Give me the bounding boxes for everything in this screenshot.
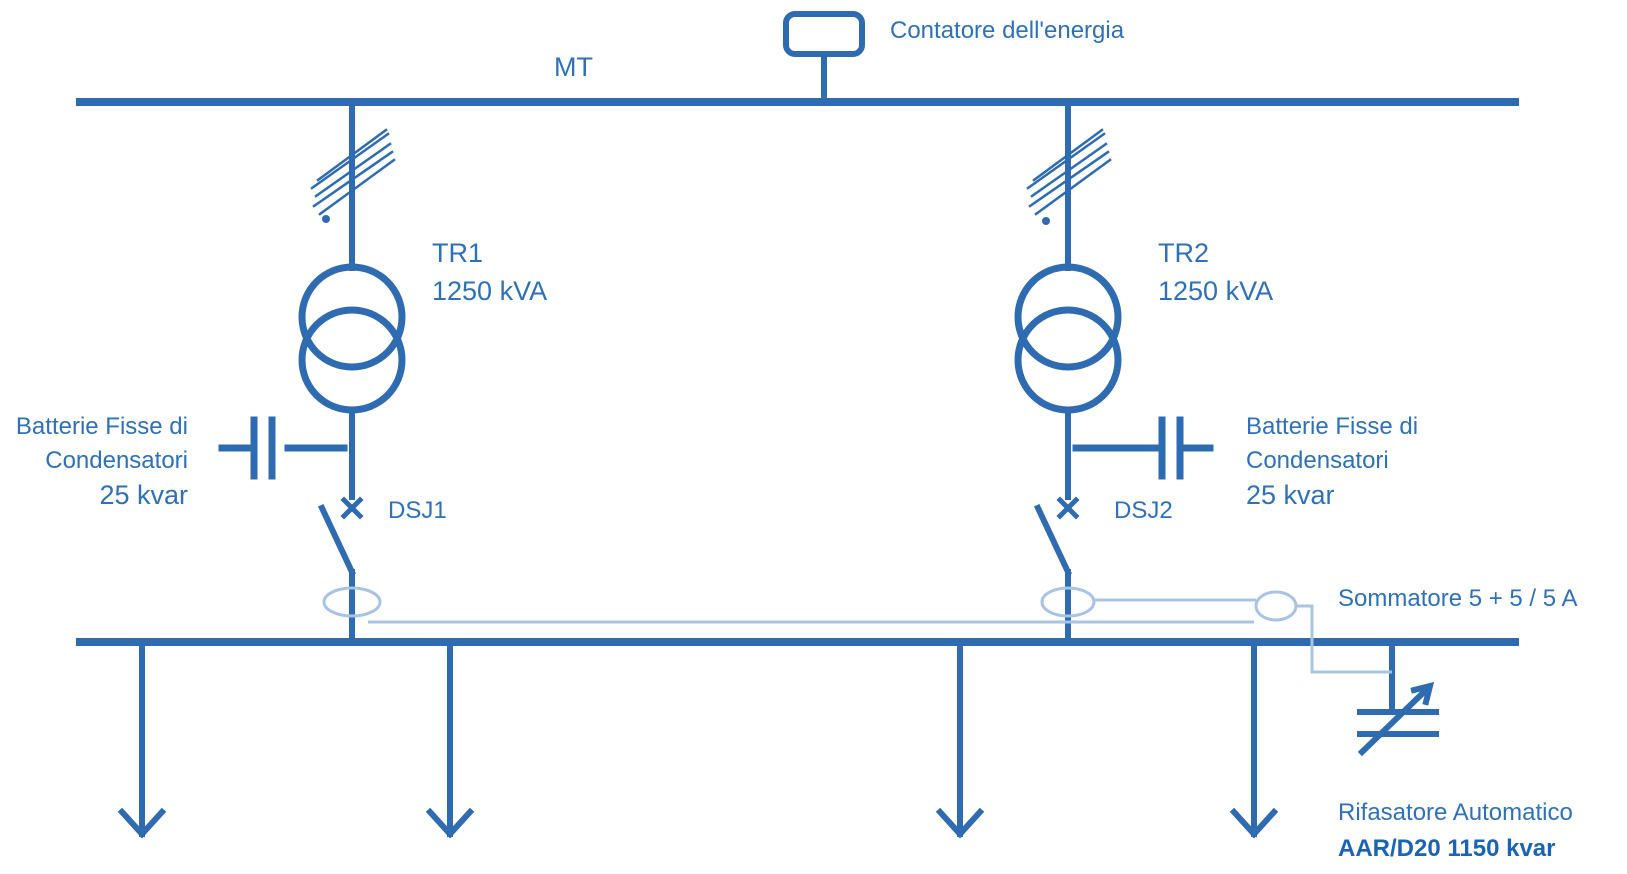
cap-left-label-line1: Batterie Fisse di — [16, 413, 188, 440]
cap-left-label-line3: 25 kvar — [99, 480, 188, 510]
dsj1-label: DSJ1 — [388, 497, 447, 524]
cap-right-label-line3: 25 kvar — [1246, 480, 1335, 510]
dsj2-breaker-icon — [1056, 496, 1080, 520]
ct-left-icon — [322, 586, 382, 618]
tr2-earth-dot — [1042, 217, 1050, 225]
tr2-power-label: 1250 kVA — [1158, 276, 1273, 306]
mt-label: MT — [554, 52, 593, 82]
tr1-earth-dot — [322, 215, 330, 223]
capacitor-left-icon — [218, 416, 348, 480]
dsj2-switch-blade — [1034, 504, 1072, 576]
summator-ct-icon — [1254, 590, 1298, 622]
capacitor-right-icon — [1072, 416, 1214, 480]
dsj1-breaker-icon — [340, 496, 364, 520]
tr1-transformer-icon — [298, 263, 406, 414]
energy-meter-label: Contatore dell'energia — [890, 17, 1125, 44]
dsj1-switch-blade — [318, 504, 356, 576]
feeder-arrow-3-icon — [935, 639, 985, 839]
summator-label: Sommatore 5 + 5 / 5 A — [1338, 585, 1577, 612]
auto-capacitor-model-label: AAR/D20 1150 kvar — [1338, 835, 1555, 862]
energy-meter-icon — [783, 11, 865, 57]
dsj2-label: DSJ2 — [1114, 497, 1173, 524]
summator-output-wire — [1296, 604, 1392, 674]
variable-capacitor-icon — [1357, 681, 1439, 757]
cap-left-label-line2: Condensatori — [45, 447, 188, 474]
tr1-name-label: TR1 — [432, 238, 483, 268]
ct-right-icon — [1040, 586, 1096, 618]
feeder-arrow-1-icon — [117, 639, 167, 839]
tr1-power-label: 1250 kVA — [432, 276, 547, 306]
cap-right-label-line2: Condensatori — [1246, 447, 1389, 474]
auto-capacitor-label: Rifasatore Automatico — [1338, 799, 1573, 826]
tr2-transformer-icon — [1014, 263, 1122, 414]
feeder-arrow-4-icon — [1229, 639, 1279, 839]
cap-right-label-line1: Batterie Fisse di — [1246, 413, 1418, 440]
tr2-name-label: TR2 — [1158, 238, 1209, 268]
tr1-earthing-switch-icon — [310, 128, 396, 216]
tr2-earthing-switch-icon — [1026, 128, 1112, 216]
feeder-arrow-2-icon — [425, 639, 475, 839]
